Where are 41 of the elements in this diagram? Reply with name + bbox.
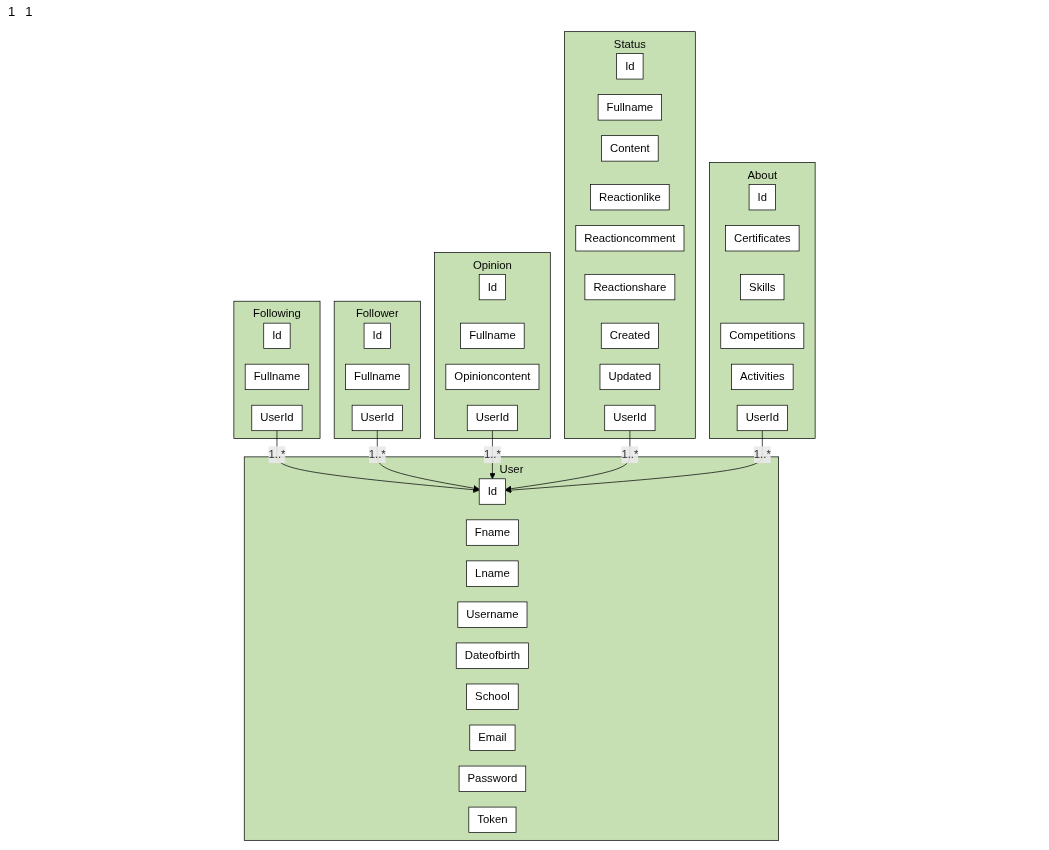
node-box: Fullname: [460, 322, 525, 349]
node-box: Id: [478, 478, 506, 505]
edge-label: 1..*: [268, 448, 286, 461]
node-box: Fullname: [244, 363, 310, 390]
node-box: Fname: [465, 519, 519, 546]
node-box: Certificates: [725, 225, 800, 252]
edge-label: 1..*: [753, 448, 771, 461]
node-box: Password: [458, 765, 527, 792]
node-box: UserId: [251, 404, 303, 432]
node-box: UserId: [736, 404, 788, 432]
node-box: UserId: [351, 404, 403, 432]
node-box: Reactionlike: [590, 184, 670, 211]
node-box: Activities: [731, 363, 794, 390]
edge-label: 1..*: [621, 448, 639, 461]
node-box: Id: [263, 322, 291, 349]
node-box: Opinioncontent: [445, 363, 540, 390]
node-box: Email: [469, 724, 516, 751]
node-box: Fullname: [597, 94, 662, 121]
node-box: Token: [468, 806, 517, 833]
node-box: Content: [601, 135, 659, 162]
node-box: Id: [478, 273, 506, 301]
multiplicity-label: 1: [8, 4, 16, 19]
node-box: School: [466, 683, 519, 710]
node-box: Updated: [599, 363, 661, 390]
node-box: Id: [616, 53, 644, 80]
multiplicity-label: 1: [25, 4, 33, 19]
node-box: Id: [363, 322, 391, 349]
edge-label: 1..*: [483, 448, 501, 461]
edge-label: 1..*: [368, 448, 386, 461]
node-box: Lname: [466, 560, 519, 587]
node-box: Reactionshare: [584, 273, 676, 301]
node-box: Created: [600, 322, 659, 349]
node-box: Fullname: [345, 363, 410, 390]
node-box: Skills: [740, 273, 785, 301]
node-box: Dateofbirth: [455, 642, 529, 669]
node-box: UserId: [604, 404, 656, 432]
node-box: Reactioncomment: [575, 225, 685, 252]
node-box: Id: [748, 184, 776, 211]
node-box: Username: [457, 601, 528, 628]
node-box: UserId: [466, 404, 518, 432]
node-box: Competitions: [720, 322, 805, 349]
